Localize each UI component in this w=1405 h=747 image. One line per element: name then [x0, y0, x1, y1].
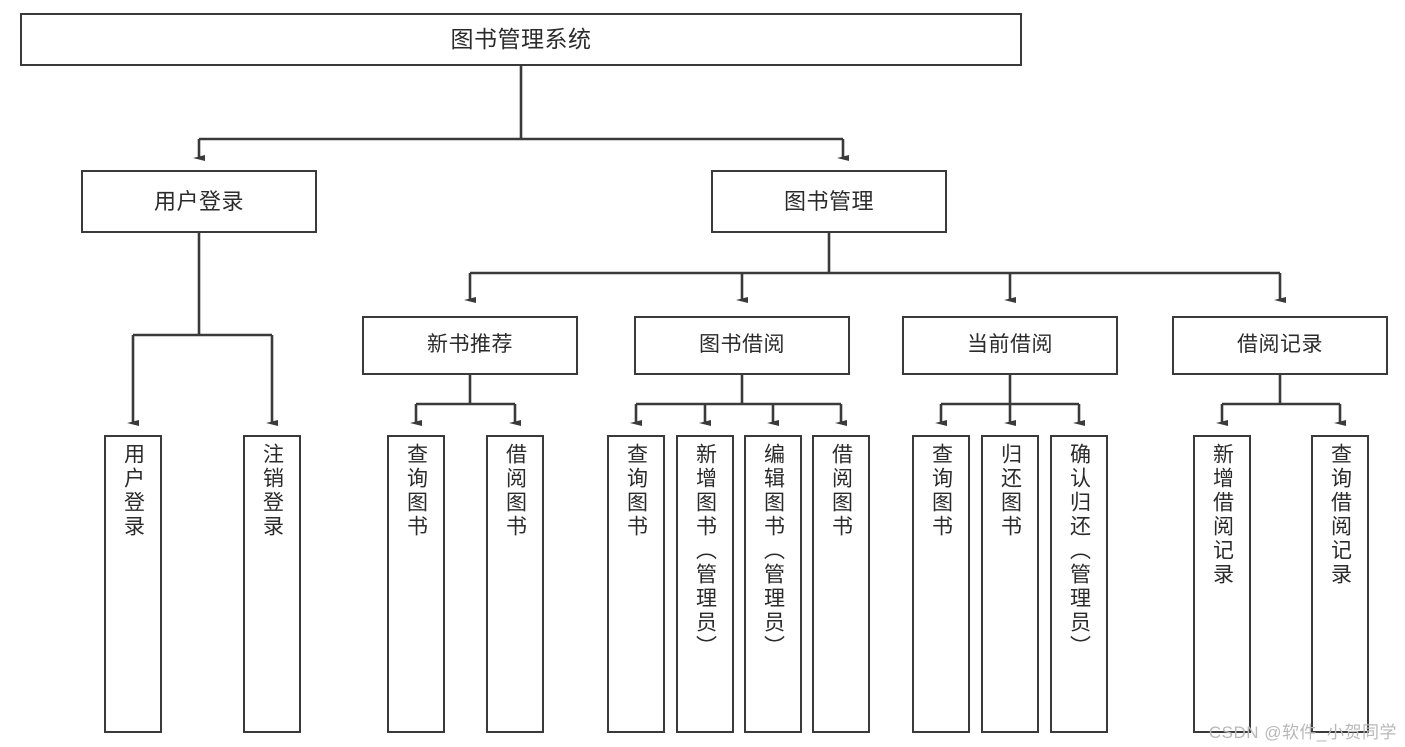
node-leaf-return-book[interactable]: 归还图书 [981, 435, 1039, 733]
node-leaf-query-book-recommend-label: 查询图书 [404, 443, 428, 539]
node-borrow-record[interactable]: 借阅记录 [1172, 316, 1388, 375]
node-borrow-record-label: 借阅记录 [1237, 333, 1323, 357]
node-leaf-add-book-admin[interactable]: 新增图书（管理员） [676, 435, 734, 733]
node-leaf-query-book-recommend[interactable]: 查询图书 [387, 435, 445, 733]
node-leaf-add-borrow-record[interactable]: 新增借阅记录 [1193, 435, 1251, 733]
node-leaf-query-book-borrow[interactable]: 查询图书 [607, 435, 665, 733]
node-leaf-query-book-current-label: 查询图书 [929, 443, 953, 539]
node-book-borrow[interactable]: 图书借阅 [634, 316, 850, 375]
node-leaf-logout-label: 注销登录 [260, 443, 284, 539]
node-leaf-confirm-return-admin-label: 确认归还（管理员） [1067, 443, 1091, 659]
node-book-borrow-label: 图书借阅 [699, 333, 785, 357]
node-leaf-borrow-book-label: 借阅图书 [829, 443, 853, 539]
node-leaf-logout[interactable]: 注销登录 [243, 435, 301, 733]
node-leaf-query-borrow-record-label: 查询借阅记录 [1328, 443, 1352, 587]
node-new-book-recommend-label: 新书推荐 [427, 333, 513, 357]
node-book-management[interactable]: 图书管理 [711, 170, 947, 233]
node-leaf-edit-book-admin-label: 编辑图书（管理员） [761, 443, 785, 659]
node-leaf-return-book-label: 归还图书 [998, 443, 1022, 539]
node-leaf-add-book-admin-label: 新增图书（管理员） [693, 443, 717, 659]
node-user-login-label: 用户登录 [153, 188, 244, 214]
node-leaf-borrow-book[interactable]: 借阅图书 [812, 435, 870, 733]
node-leaf-borrow-book-recommend-label: 借阅图书 [503, 443, 527, 539]
node-leaf-query-book-borrow-label: 查询图书 [624, 443, 648, 539]
node-leaf-query-borrow-record[interactable]: 查询借阅记录 [1311, 435, 1369, 733]
node-current-borrow[interactable]: 当前借阅 [902, 316, 1118, 375]
node-leaf-user-login[interactable]: 用户登录 [104, 435, 162, 733]
node-leaf-confirm-return-admin[interactable]: 确认归还（管理员） [1050, 435, 1108, 733]
node-leaf-add-borrow-record-label: 新增借阅记录 [1210, 443, 1234, 587]
node-root[interactable]: 图书管理系统 [20, 13, 1022, 66]
node-leaf-user-login-label: 用户登录 [121, 443, 145, 539]
node-new-book-recommend[interactable]: 新书推荐 [362, 316, 578, 375]
node-leaf-borrow-book-recommend[interactable]: 借阅图书 [486, 435, 544, 733]
node-user-login[interactable]: 用户登录 [81, 170, 317, 233]
node-leaf-query-book-current[interactable]: 查询图书 [912, 435, 970, 733]
node-leaf-edit-book-admin[interactable]: 编辑图书（管理员） [744, 435, 802, 733]
node-book-management-label: 图书管理 [783, 188, 874, 214]
watermark: CSDN @软件_小贺同学 [1208, 723, 1397, 742]
node-current-borrow-label: 当前借阅 [967, 333, 1053, 357]
node-root-label: 图书管理系统 [450, 25, 592, 52]
